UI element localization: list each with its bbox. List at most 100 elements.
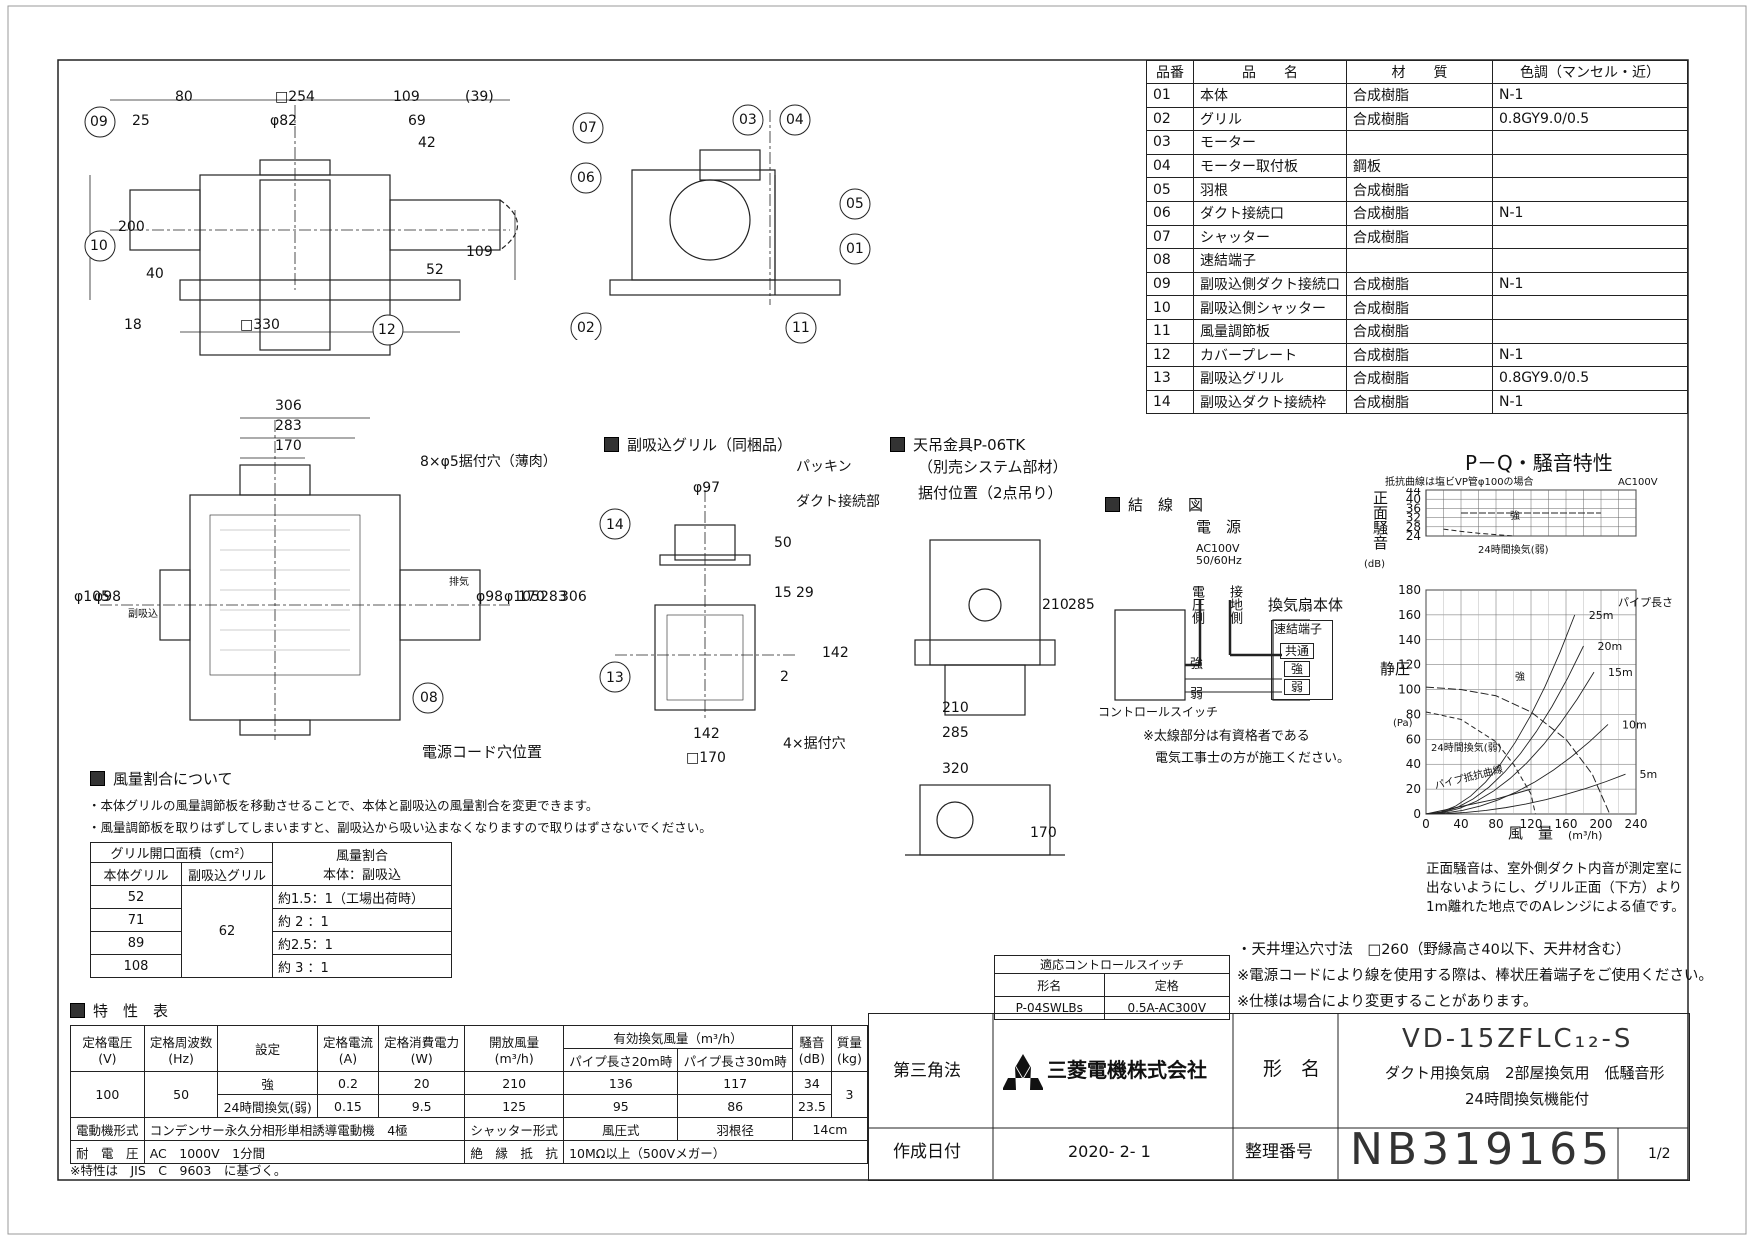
parts-cell: 本体 (1193, 83, 1347, 108)
pipe-length: 20m (1598, 640, 1623, 653)
wiring-title-text: 結 線 図 (1128, 496, 1204, 514)
dim: 285 (1068, 597, 1095, 613)
noise-tick: 28 (1406, 520, 1421, 534)
dim: φ105 (504, 589, 540, 605)
dim: φ105 (74, 589, 110, 605)
callout-label: 06 (577, 170, 595, 186)
noise-yunit: (dB) (1364, 559, 1386, 570)
specs-table: 定格電圧(V) 定格周波数(Hz) 設定 定格電流(A) 定格消費電力(W) 開… (70, 1025, 869, 1164)
parts-cell: 鋼板 (1346, 153, 1493, 179)
airflow-head1: グリル開口面積（cm²） (90, 842, 273, 863)
spec-blade-label: 羽根径 (677, 1117, 793, 1141)
spec-cell: 136 (563, 1071, 679, 1095)
pq-yunit: (Pa) (1393, 718, 1413, 729)
date-label: 作成日付 (893, 1142, 961, 1162)
callout-12 (372, 314, 404, 346)
chart-voltage: AC100V (1618, 477, 1658, 488)
spec-cell: 117 (677, 1071, 793, 1095)
model-desc2: 24時間換気機能付 (1465, 1090, 1590, 1108)
company-name: 三菱電機株式会社 (1047, 1058, 1207, 1082)
dim: 29 (796, 585, 814, 601)
parts-cell (1492, 295, 1688, 320)
spec-motor-label: 電動機形式 (70, 1117, 145, 1141)
spec-cell: 強 (217, 1071, 318, 1095)
model-number: VD-15ZFLC₁₂-S (1402, 1024, 1634, 1054)
section-marker (890, 437, 905, 452)
sub-grille-packing: パッキン (796, 459, 852, 475)
noise-tick: 24 (1406, 529, 1421, 543)
plan-cord-label: 電源コード穴位置 (422, 743, 543, 761)
spec-h-freq-text: 定格周波数 (149, 1034, 213, 1050)
spec-voltage: 100 (70, 1071, 145, 1118)
parts-cell (1346, 130, 1493, 155)
section-marker (604, 437, 619, 452)
plan-inlet-label: 副吸込 (128, 609, 158, 620)
wiring-weak: 弱 (1190, 687, 1204, 702)
callout-label: 12 (378, 322, 396, 338)
spec-h-freq-unit: (Hz) (168, 1050, 194, 1066)
parts-cell: 12 (1146, 342, 1194, 368)
airflow-cell: 約2.5：1 (272, 931, 452, 955)
parts-cell: 合成樹脂 (1346, 224, 1493, 250)
parts-cell: 10 (1146, 295, 1194, 320)
parts-cell: 01 (1146, 83, 1194, 108)
parts-cell: 合成樹脂 (1346, 342, 1493, 368)
dim: 109 (466, 244, 493, 260)
callout-14 (599, 508, 631, 540)
spec-h-open: 開放風量(m³/h) (464, 1025, 565, 1072)
callout-01 (839, 233, 871, 265)
pq-ytick: 60 (1406, 732, 1421, 746)
dim: φ82 (270, 113, 298, 129)
chart-condition: 抵抗曲線は塩ビVP管φ100の場合 (1385, 477, 1534, 488)
pq-ytick: 20 (1406, 782, 1421, 796)
wiring-title: 結 線 図 (1105, 494, 1203, 515)
callout-label: 09 (90, 114, 108, 130)
dim: 109 (393, 89, 420, 105)
spec-h-noise: 騒音(dB) (791, 1025, 832, 1072)
callout-02 (570, 312, 602, 340)
plan-hole-label: 8×φ5据付穴（薄肉） (420, 454, 557, 470)
parts-cell: グリル (1193, 106, 1347, 132)
pq-xtick: 160 (1555, 817, 1578, 828)
spec-insulation-label: 絶 縁 抵 抗 (464, 1140, 565, 1164)
parts-cell: 速結端子 (1193, 248, 1347, 273)
dim: 170 (275, 438, 302, 454)
pq-ytick: 180 (1398, 583, 1421, 597)
pq-xtick: 80 (1488, 817, 1503, 828)
spec-cell: 0.2 (316, 1071, 380, 1095)
callout-label: 05 (846, 196, 864, 212)
parts-cell: 08 (1146, 248, 1194, 273)
section-view-drawing (570, 104, 860, 340)
airflow-head2: 風量割合 (335, 849, 388, 864)
pq-ytick: 140 (1398, 633, 1421, 647)
hanger-title-text: 天吊金具P-06TK (913, 436, 1026, 454)
dim: 170 (518, 589, 545, 605)
number-label: 整理番号 (1245, 1142, 1313, 1162)
pq-ytick: 40 (1406, 757, 1421, 771)
chart-note-1: 正面騒音は、室外側ダクト内音が測定室に (1426, 861, 1683, 877)
dim: 15 (774, 585, 792, 601)
spec-h-freq: 定格周波数(Hz) (143, 1025, 219, 1072)
airflow-cell: 89 (90, 931, 182, 955)
spec-withstand-value: AC 1000V 1分間 (143, 1140, 466, 1164)
dim: 283 (540, 589, 567, 605)
wiring-body: 換気扇本体 (1268, 596, 1344, 614)
dim: 142 (693, 726, 720, 742)
callout-label: 02 (577, 320, 595, 336)
dim: 42 (418, 135, 436, 151)
hanger-drawing (905, 539, 1065, 856)
dim: □170 (686, 750, 726, 766)
pq-series-line (1425, 788, 1532, 815)
dim: 80 (175, 89, 193, 105)
parts-cell: 合成樹脂 (1346, 295, 1493, 320)
parts-cell: モーター (1193, 130, 1347, 155)
parts-cell: N-1 (1492, 200, 1688, 226)
spec-shutter-label: シャッター形式 (464, 1117, 565, 1141)
spec-h-current-text: 定格電流 (322, 1034, 373, 1050)
